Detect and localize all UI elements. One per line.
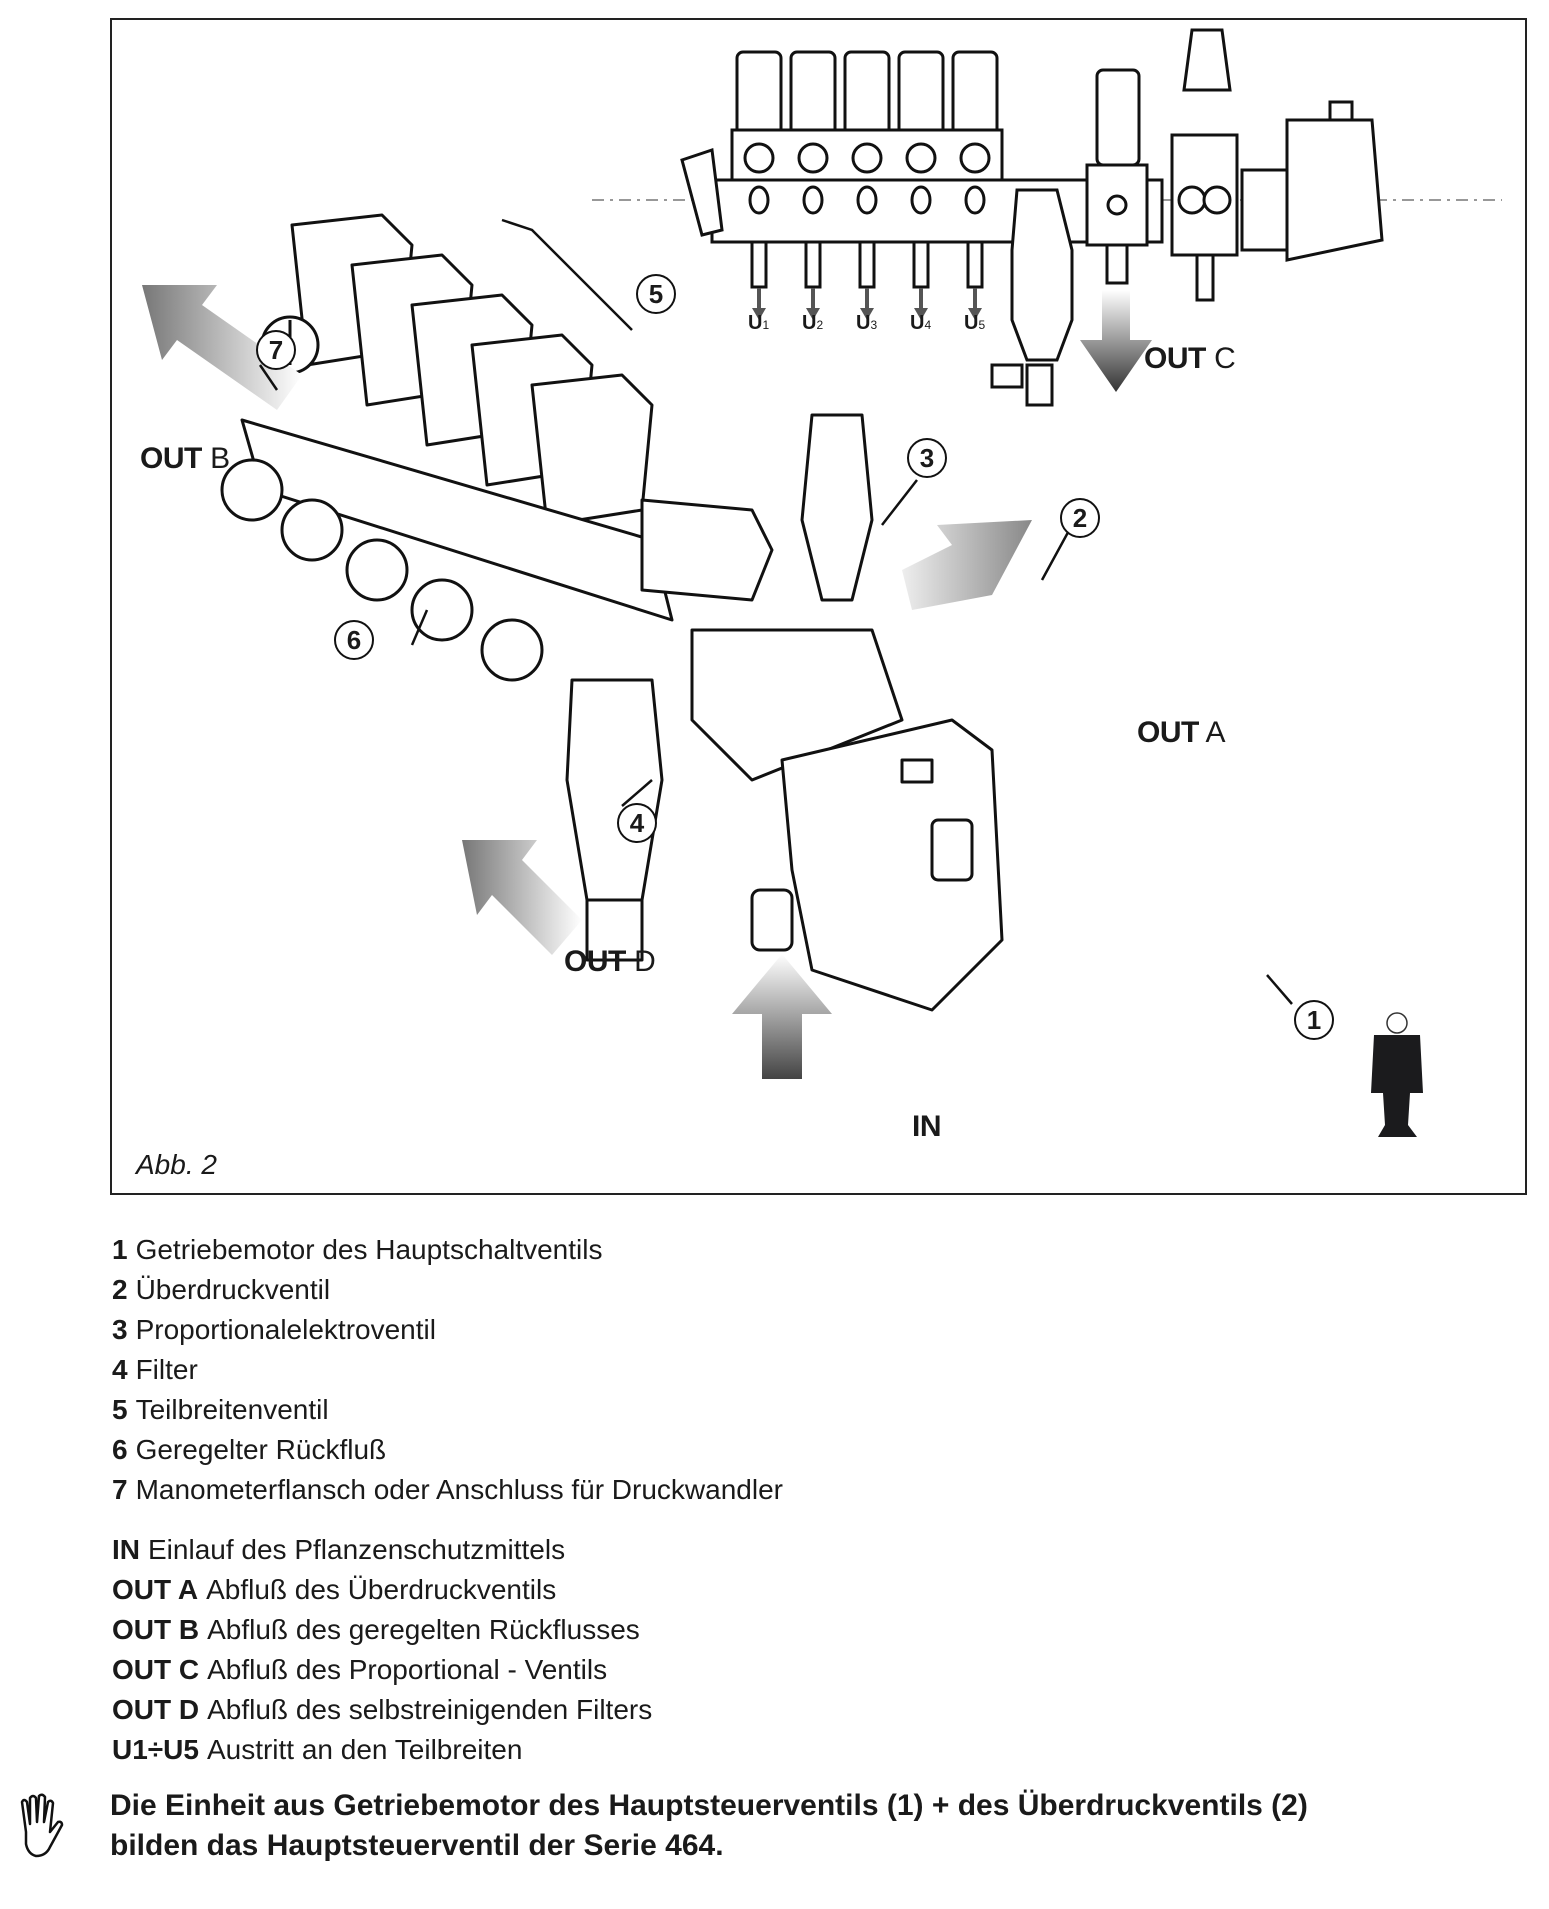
- in-label: IN: [912, 1110, 942, 1143]
- hand-warning-icon: [14, 1792, 74, 1867]
- note-line-2: bilden das Hauptsteuerventil der Serie 4…: [110, 1829, 724, 1862]
- out-a-arrow: [902, 520, 1032, 610]
- callout-1: 1: [1294, 1000, 1334, 1040]
- figure-abb-2: 1 2 3 4 5 6 7 OUT B OUT C OUT A OUT D IN…: [110, 18, 1527, 1195]
- callout-6: 6: [334, 620, 374, 660]
- figure-caption: Abb. 2: [136, 1149, 217, 1180]
- outlet-u1-label: U1: [748, 312, 770, 334]
- top-view-section-valves: [730, 50, 1004, 289]
- out-a-label: OUT A: [1137, 716, 1226, 749]
- outlet-u4-label: U4: [910, 312, 932, 334]
- person-scale-icon: [1371, 1012, 1423, 1137]
- out-d-label: OUT D: [564, 945, 656, 978]
- callout-7: 7: [256, 330, 296, 370]
- callout-2: 2: [1060, 498, 1100, 538]
- isometric-assembly: [220, 213, 1004, 1012]
- note-line-1: Die Einheit aus Getriebemotor des Haupts…: [110, 1789, 1308, 1822]
- callout-4: 4: [617, 803, 657, 843]
- out-d-arrow: [462, 840, 582, 955]
- callout-5: 5: [636, 274, 676, 314]
- outlet-u2-label: U2: [802, 312, 824, 334]
- callout-leaders: [258, 218, 1293, 1005]
- out-b-label: OUT B: [140, 442, 231, 475]
- out-b-arrow: [142, 285, 302, 410]
- important-note: Die Einheit aus Getriebemotor des Haupts…: [110, 1786, 1308, 1866]
- valve-assembly-drawing: [142, 28, 1502, 1137]
- outlet-u5-label: U5: [964, 312, 986, 334]
- out-c-arrow: [1080, 290, 1152, 392]
- callout-3: 3: [907, 438, 947, 478]
- top-view-manifold: [680, 28, 1384, 407]
- out-c-label: OUT C: [1144, 342, 1236, 375]
- outlet-u3-label: U3: [856, 312, 878, 334]
- outlet-arrows: [752, 288, 982, 320]
- in-arrow: [732, 954, 832, 1079]
